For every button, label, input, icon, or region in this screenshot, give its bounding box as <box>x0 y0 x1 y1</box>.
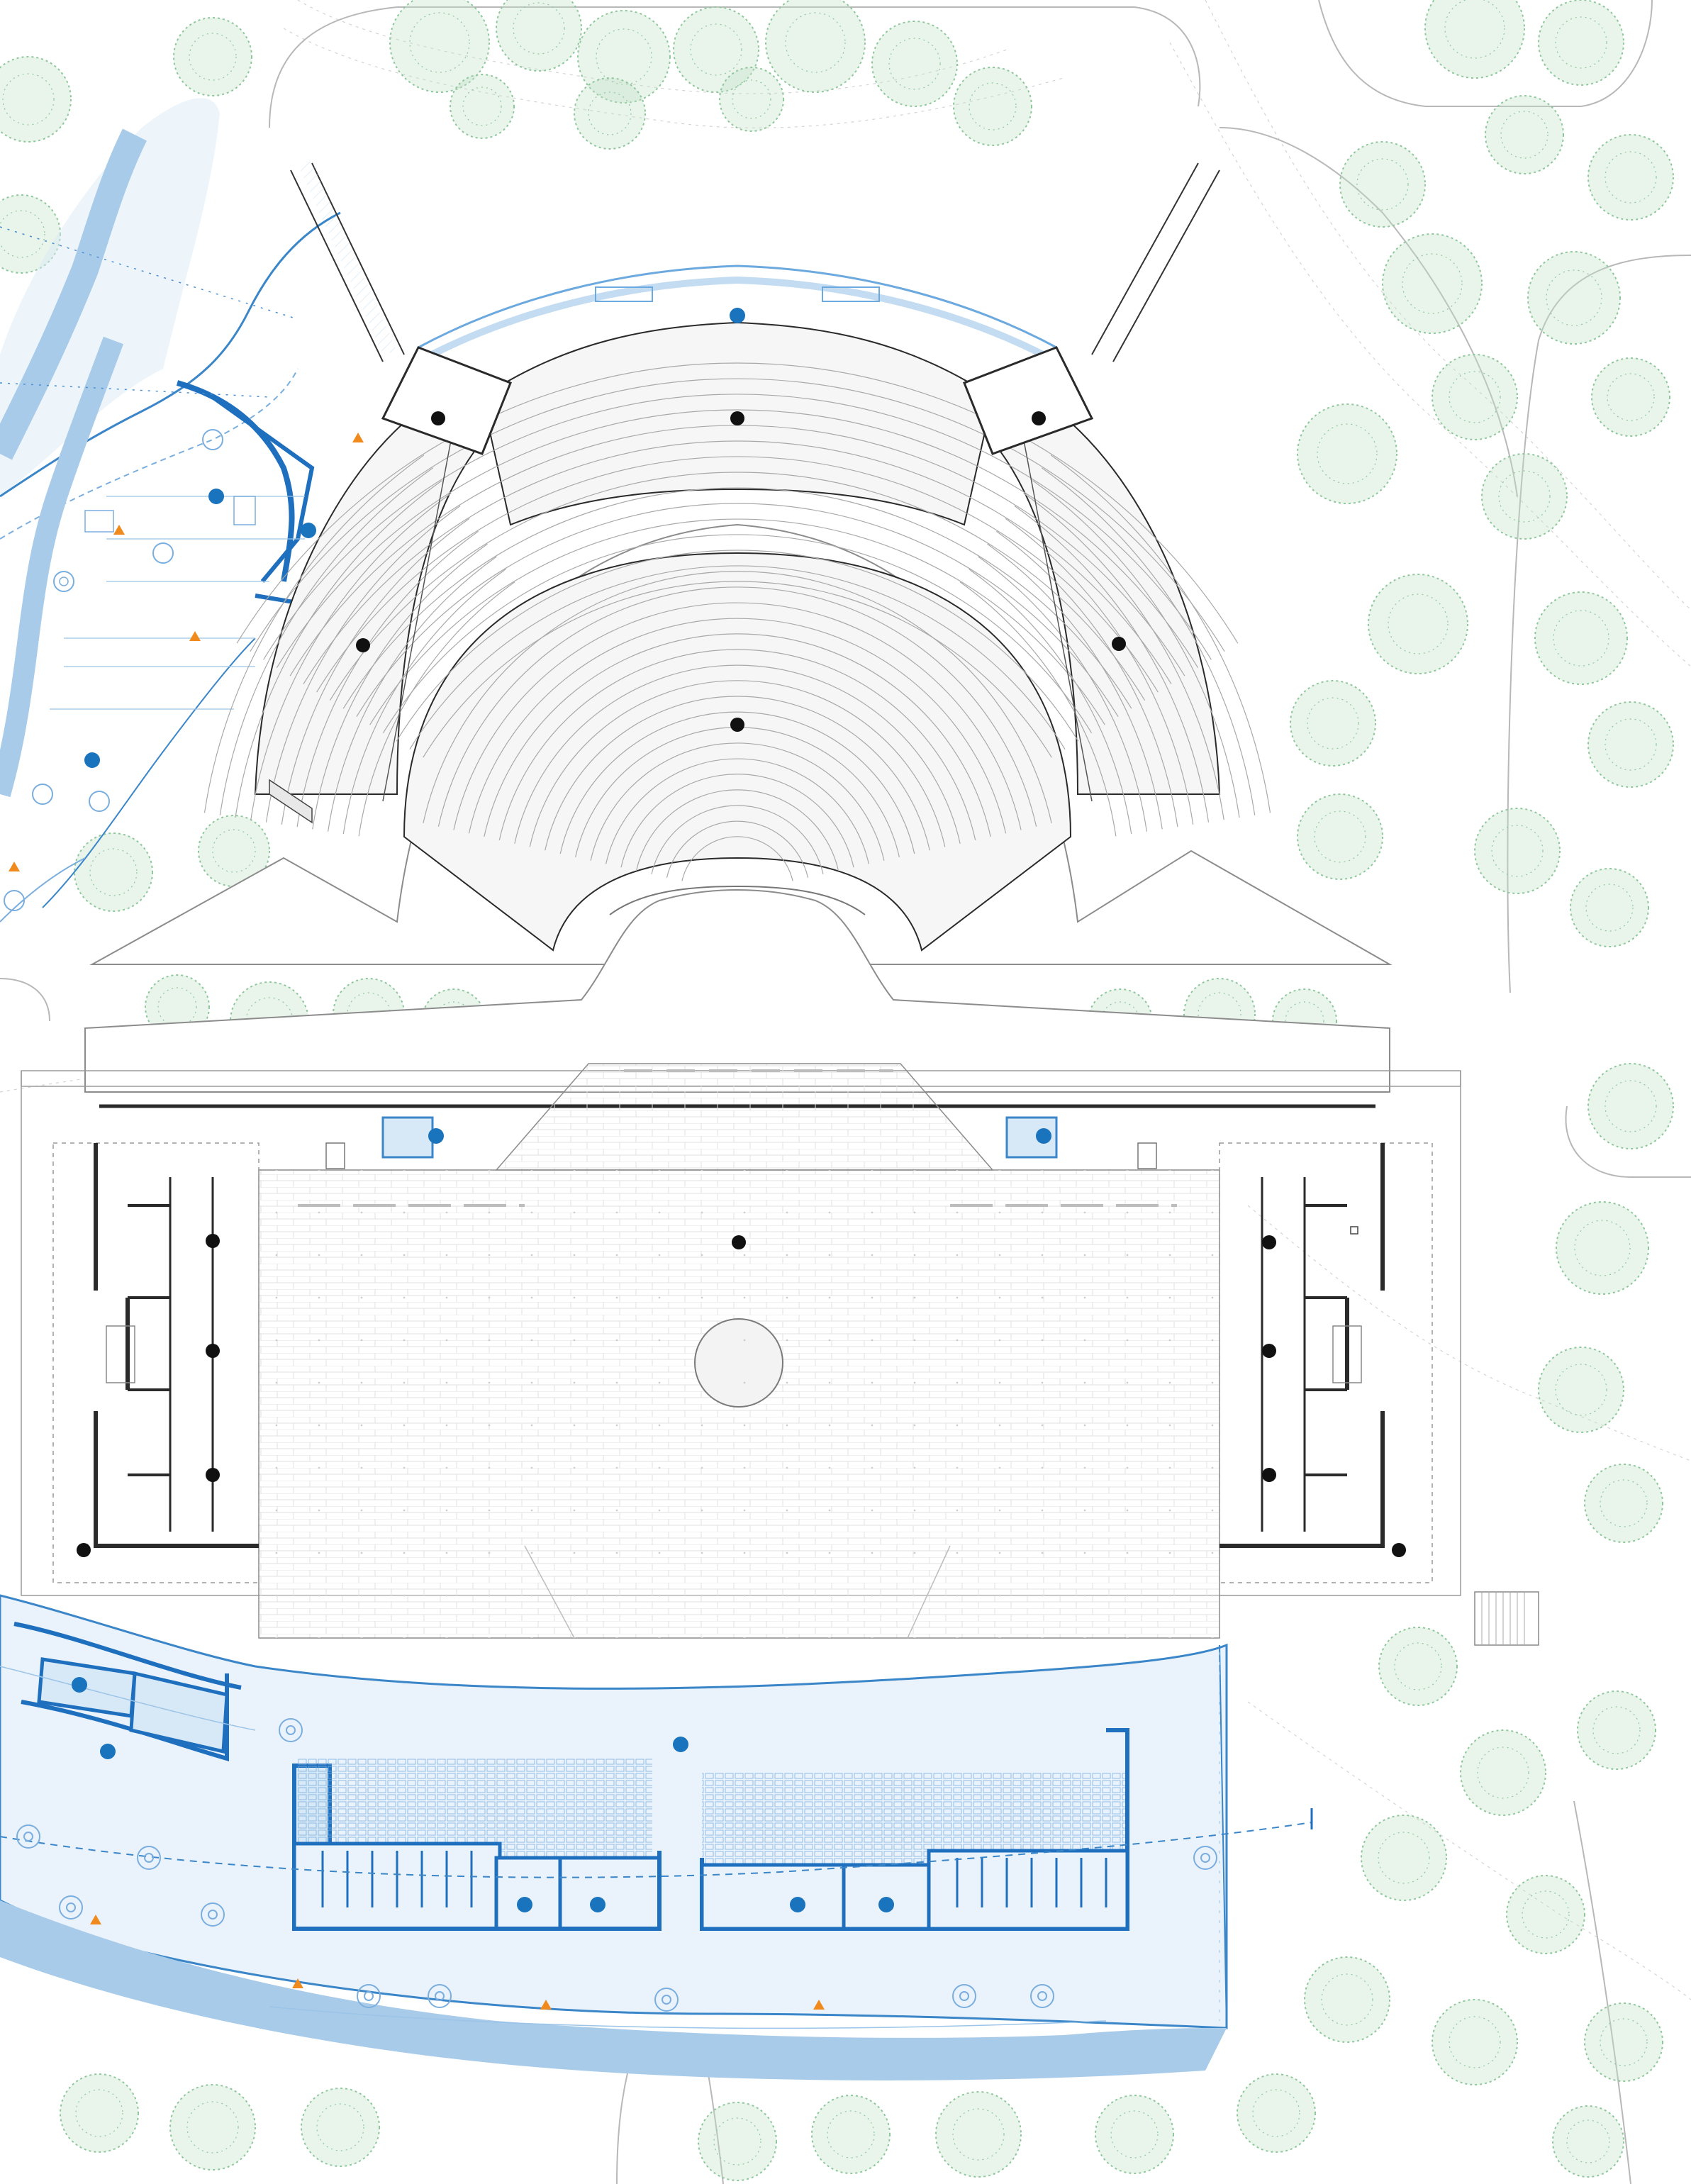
room-marker <box>206 1234 220 1248</box>
tree <box>1095 2095 1174 2174</box>
room-marker <box>1262 1344 1276 1358</box>
tree <box>301 2088 380 2167</box>
room-marker <box>1262 1235 1276 1249</box>
tree <box>1432 354 1518 440</box>
tree <box>1460 1729 1546 1816</box>
south-wing <box>0 1594 1313 2080</box>
room-marker <box>1112 637 1126 651</box>
tree <box>1485 95 1564 174</box>
room-marker-blue <box>790 1897 805 1912</box>
tree <box>1481 453 1568 540</box>
tree <box>765 0 866 93</box>
room-marker <box>730 718 744 732</box>
tree <box>1506 1875 1585 1954</box>
tree <box>935 2091 1022 2178</box>
tree <box>0 56 72 143</box>
tree <box>953 67 1032 146</box>
tree <box>173 17 252 96</box>
tree <box>574 77 646 150</box>
amphitheater <box>89 161 1393 965</box>
room-marker <box>206 1344 220 1358</box>
tree <box>1538 1347 1624 1433</box>
room-marker-blue <box>1036 1128 1051 1144</box>
tree <box>1361 1815 1447 1901</box>
tree <box>60 2073 139 2153</box>
tree <box>1424 0 1525 79</box>
tree <box>1587 134 1674 221</box>
tree <box>74 832 153 912</box>
room-marker <box>730 411 744 425</box>
room-marker <box>206 1468 220 1482</box>
tree <box>1552 2105 1624 2178</box>
tree <box>1378 1627 1458 1706</box>
tree <box>811 2095 891 2174</box>
tree <box>1432 1999 1518 2085</box>
tree <box>719 67 784 132</box>
tree <box>1538 0 1624 86</box>
tree <box>169 2084 256 2171</box>
west-support-block <box>52 1142 259 1583</box>
room-marker <box>1392 1543 1406 1557</box>
tree <box>871 21 958 107</box>
tree <box>1368 574 1468 674</box>
room-marker-blue <box>730 308 745 323</box>
room-marker <box>431 411 445 425</box>
tree <box>1339 141 1426 228</box>
room-marker-blue <box>878 1897 894 1912</box>
room-marker <box>356 638 370 652</box>
tree <box>1584 1464 1663 1543</box>
tree <box>450 74 515 139</box>
east-support-block <box>1219 1142 1433 1583</box>
tree <box>1237 2073 1316 2153</box>
tree <box>1556 1201 1649 1295</box>
tree <box>1577 1690 1656 1770</box>
tree <box>1297 793 1383 880</box>
room-marker-blue <box>301 523 316 538</box>
room-marker <box>1262 1468 1276 1482</box>
tree <box>1534 591 1628 685</box>
tree <box>1382 233 1483 334</box>
tree <box>1527 251 1621 345</box>
tree <box>1304 1956 1390 2043</box>
room-marker-blue <box>208 489 224 504</box>
tree <box>1591 357 1670 437</box>
room-marker-blue <box>428 1128 444 1144</box>
room-marker-blue <box>517 1897 532 1912</box>
tree <box>0 194 61 274</box>
room-marker <box>77 1543 91 1557</box>
room-markers <box>72 308 1406 1912</box>
room-marker <box>1032 411 1046 425</box>
room-marker-blue <box>590 1897 605 1912</box>
room-marker-blue <box>100 1744 116 1759</box>
entry-triangles <box>9 433 825 2010</box>
room-marker-blue <box>84 752 100 768</box>
tree <box>577 10 671 104</box>
room-marker <box>732 1235 746 1249</box>
tree <box>1587 701 1674 788</box>
tree <box>496 0 582 72</box>
west-wing <box>0 98 341 923</box>
tree <box>698 2102 777 2181</box>
tree <box>1584 2002 1663 2082</box>
room-marker-blue <box>72 1677 87 1693</box>
east-stair <box>1474 1591 1539 1646</box>
tree <box>1297 403 1397 504</box>
tree <box>1570 868 1649 947</box>
tree <box>1474 808 1561 894</box>
tree <box>1587 1063 1674 1149</box>
tree <box>389 0 490 93</box>
room-marker-blue <box>673 1737 688 1752</box>
tree <box>1290 680 1376 767</box>
